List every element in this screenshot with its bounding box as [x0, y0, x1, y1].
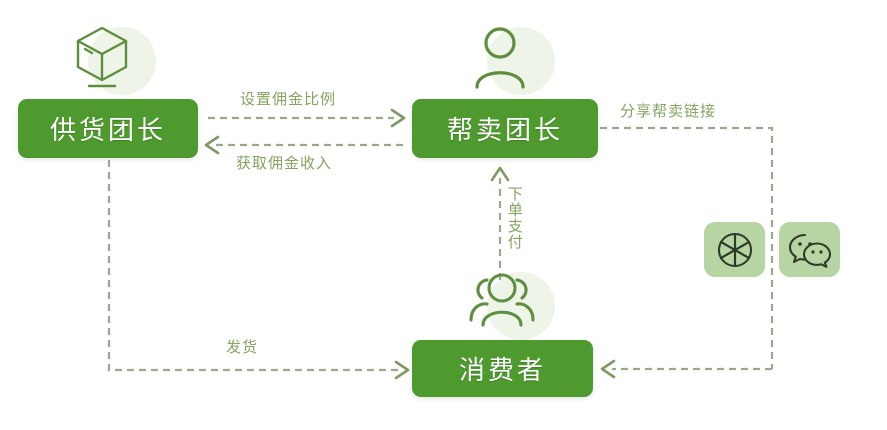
edge-label-place-order-pay: 下单支付	[505, 186, 524, 250]
wechat-icon[interactable]	[779, 222, 840, 277]
edge-place-order-arrowhead	[490, 166, 510, 182]
edge-ship-goods-line	[107, 160, 398, 372]
edge-label-set-commission: 设置佣金比例	[240, 90, 337, 108]
camera-aperture-icon[interactable]	[704, 222, 765, 277]
node-supplier[interactable]: 供货团长	[18, 99, 198, 158]
node-reseller-label: 帮卖团长	[446, 116, 563, 146]
person-icon	[471, 24, 529, 90]
edge-set-commission-arrowhead	[390, 108, 406, 128]
edge-share-link-arrowhead	[600, 359, 616, 379]
people-group-icon	[465, 268, 539, 330]
edge-label-earn-commission: 获取佣金收入	[236, 154, 333, 172]
edge-label-ship-goods: 发货	[226, 338, 259, 356]
edge-share-link-line	[600, 126, 774, 369]
consumer-icon-halo	[487, 272, 555, 340]
edge-ship-goods-arrowhead	[394, 360, 410, 380]
edge-earn-commission-arrowhead	[204, 135, 220, 155]
package-box-icon	[71, 22, 133, 92]
node-consumer[interactable]: 消费者	[412, 340, 593, 397]
node-consumer-label: 消费者	[458, 356, 546, 386]
node-supplier-label: 供货团长	[49, 116, 166, 146]
edge-label-share-link: 分享帮卖链接	[620, 102, 717, 120]
node-reseller[interactable]: 帮卖团长	[412, 99, 598, 158]
